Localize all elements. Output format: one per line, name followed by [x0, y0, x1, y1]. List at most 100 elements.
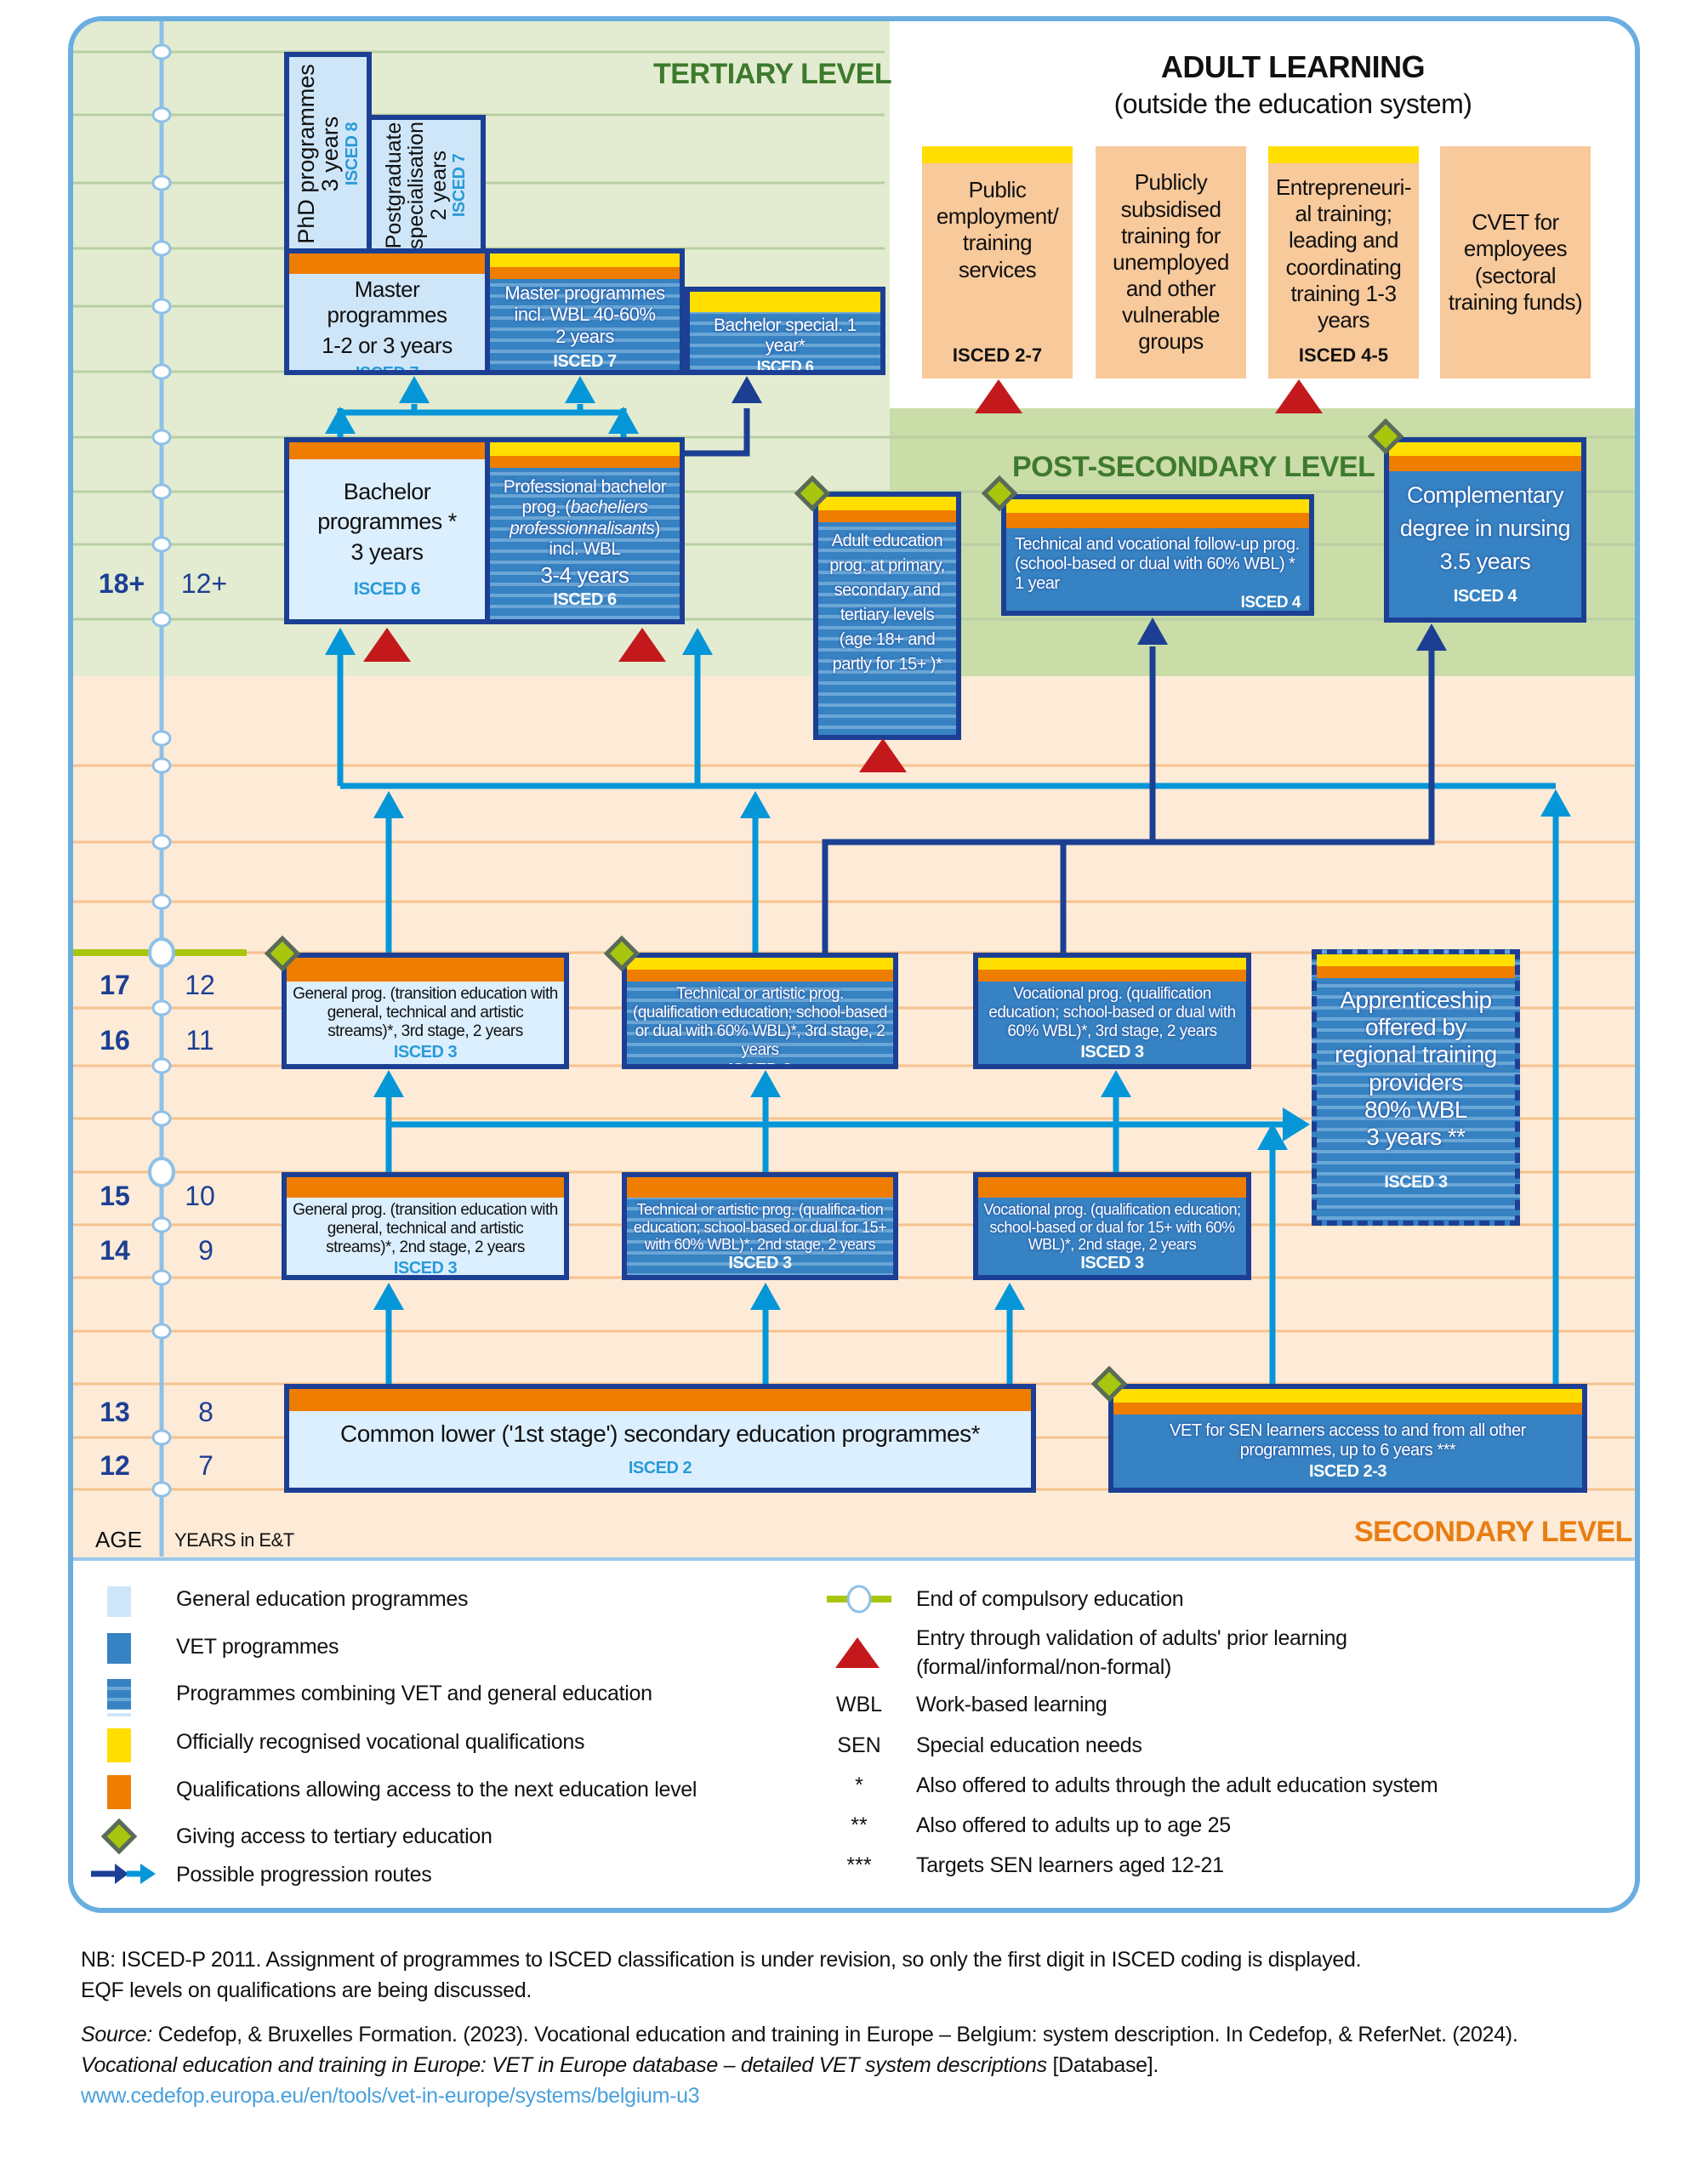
postgrad-specialisation-box[interactable]: Postgraduate specialisation 2 years ISCE… [367, 115, 486, 256]
arrowhead-up-icon [325, 628, 356, 655]
arrowhead-up-icon [325, 407, 356, 434]
timeline-node-major [148, 1157, 175, 1187]
progression-arrows-light [337, 404, 1559, 1384]
adult-learning-box-public-employment[interactable]: Public employment/ training services ISC… [922, 146, 1073, 379]
arrow-prof-bachelor-to-special [685, 408, 750, 457]
technical-artistic-3rd-stage-box[interactable]: Technical or artistic prog. (qualificati… [622, 953, 898, 1069]
timeline-node [151, 834, 172, 851]
age-13: 13 [100, 1397, 130, 1427]
progression-arrow-icon [91, 1864, 156, 1884]
vocational-2nd-stage-box[interactable]: Vocational prog. (qualification educatio… [973, 1172, 1251, 1280]
timeline-node [151, 1481, 172, 1498]
source-line1: Source: Cedefop, & Bruxelles Formation. … [81, 2023, 1518, 2046]
source-url-link[interactable]: www.cedefop.europa.eu/en/tools/vet-in-eu… [81, 2084, 700, 2108]
age-14: 14 [100, 1235, 130, 1266]
legend-yellow: Officially recognised vocational qualifi… [176, 1730, 585, 1754]
master-programmes-box[interactable]: Master programmes 1-2 or 3 years ISCED 7 [284, 248, 490, 375]
technical-artistic-2nd-stage-box[interactable]: Technical or artistic prog. (qualifica-t… [622, 1172, 898, 1280]
arrowheads [325, 376, 1571, 1310]
arrowhead-up-icon [1540, 789, 1571, 817]
timeline-node [151, 298, 172, 315]
legend-prior-learning: Entry through validation of adults' prio… [916, 1626, 1347, 1650]
nb-note-line1: NB: ISCED-P 2011. Assignment of programm… [81, 1948, 1362, 1972]
timeline-node [151, 106, 172, 123]
general-swatch-icon [107, 1586, 131, 1617]
common-lower-secondary-box[interactable]: Common lower ('1st stage') secondary edu… [284, 1384, 1036, 1493]
general-2nd-stage-box[interactable]: General prog. (transition education with… [282, 1172, 569, 1280]
progression-arrows-dark [685, 408, 1435, 953]
professional-bachelor-box[interactable]: Professional bachelor prog. (bacheliers … [485, 437, 685, 624]
arrowhead-up-icon [1101, 1070, 1131, 1097]
post-secondary-level-label: POST-SECONDARY LEVEL [1012, 451, 1375, 483]
timeline-node [151, 429, 172, 446]
adult-learning-title: ADULT LEARNING (outside the education sy… [1021, 49, 1565, 120]
arrowhead-right-icon [1283, 1107, 1310, 1141]
age-18plus: 18+ [98, 568, 145, 599]
legend-two-star: Also offered to adults up to age 25 [916, 1813, 1231, 1837]
arrowhead-up-icon [750, 1070, 781, 1097]
legend-combined: Programmes combining VET and general edu… [176, 1682, 652, 1705]
years-11: 11 [185, 1025, 214, 1056]
arrowhead-up-icon [373, 791, 404, 818]
prior-learning-validation-icon [618, 628, 666, 662]
technical-vocational-followup-box[interactable]: Technical and vocational follow-up prog.… [1001, 494, 1314, 616]
sen-vet-box[interactable]: VET for SEN learners access to and from … [1108, 1384, 1587, 1493]
orange-swatch-icon [107, 1775, 131, 1809]
abbr-two-star: ** [851, 1813, 868, 1837]
timeline-node [151, 536, 172, 553]
years-9: 9 [198, 1235, 214, 1266]
arrowhead-up-icon [682, 628, 713, 655]
age-15: 15 [100, 1181, 130, 1211]
legend-progression: Possible progression routes [176, 1863, 432, 1887]
legend-diamond: Giving access to tertiary education [176, 1824, 492, 1848]
years-7: 7 [198, 1450, 214, 1481]
arrowhead-up-icon [750, 1283, 781, 1310]
adult-learning-box-cvet[interactable]: CVET for employees (sectoral training fu… [1440, 146, 1591, 379]
timeline-node [151, 1110, 172, 1127]
source-line2: Vocational education and training in Eur… [81, 2053, 1159, 2077]
bachelor-special-box[interactable]: Bachelor special. 1 year* ISCED 6 [685, 287, 885, 375]
age-12: 12 [100, 1450, 130, 1481]
nursing-degree-box[interactable]: Complementary degree in nursing 3.5 year… [1384, 437, 1586, 623]
vocational-3rd-stage-box[interactable]: Vocational prog. (qualification educatio… [973, 953, 1251, 1069]
arrowhead-up-icon [1416, 623, 1447, 651]
years-axis-label: YEARS in E&T [174, 1529, 294, 1551]
arrowhead-up-icon [994, 1283, 1025, 1310]
years-10: 10 [185, 1181, 215, 1211]
arrowhead-up-icon [373, 1070, 404, 1097]
apprenticeship-box[interactable]: Apprenticeship offered by regional train… [1312, 949, 1520, 1226]
legend-vet: VET programmes [176, 1635, 339, 1659]
abbr-three-star: *** [846, 1853, 872, 1877]
legend-zone [73, 1557, 1635, 1908]
adult-learning-box-entrepreneurial[interactable]: Entrepreneuri-al training; leading and c… [1268, 146, 1419, 379]
age-16: 16 [100, 1025, 130, 1056]
timeline-nodes [148, 43, 175, 1498]
legend-end-compulsory: End of compulsory education [916, 1587, 1184, 1611]
master-wbl-box[interactable]: Master programmes incl. WBL 40-60% 2 yea… [485, 248, 685, 375]
years-12: 12 [185, 970, 215, 1000]
general-3rd-stage-box[interactable]: General prog. (transition education with… [282, 953, 569, 1069]
timeline-node [151, 999, 172, 1016]
phd-programmes-box[interactable]: PhD programmes 3 years ISCED 8 [284, 52, 372, 256]
yellow-swatch-icon [107, 1728, 131, 1762]
bachelor-programmes-box[interactable]: Bachelor programmes * 3 years ISCED 6 [284, 437, 490, 624]
timeline-node [151, 757, 172, 774]
age-17: 17 [100, 970, 130, 1000]
adult-education-prog-box[interactable]: Adult education prog. at primary, second… [813, 492, 961, 740]
years-8: 8 [198, 1397, 214, 1427]
timeline-node [151, 174, 172, 191]
arrowhead-up-icon [565, 376, 595, 403]
legend-sen: Special education needs [916, 1733, 1142, 1757]
timeline-node [151, 1057, 172, 1074]
arrowhead-up-icon [1137, 618, 1168, 645]
arrowhead-up-icon [732, 376, 762, 403]
adult-learning-subtitle: (outside the education system) [1113, 88, 1472, 119]
secondary-level-label: SECONDARY LEVEL [1354, 1516, 1632, 1548]
timeline-node [151, 1216, 172, 1233]
tertiary-level-label: TERTIARY LEVEL [653, 58, 892, 90]
timeline-node [151, 240, 172, 257]
timeline-node [151, 730, 172, 747]
end-compulsory-icon [827, 1585, 891, 1614]
arrow-to-nursing [822, 646, 1435, 953]
adult-learning-box-subsidised-training[interactable]: Publicly subsidised training for unemplo… [1096, 146, 1246, 379]
